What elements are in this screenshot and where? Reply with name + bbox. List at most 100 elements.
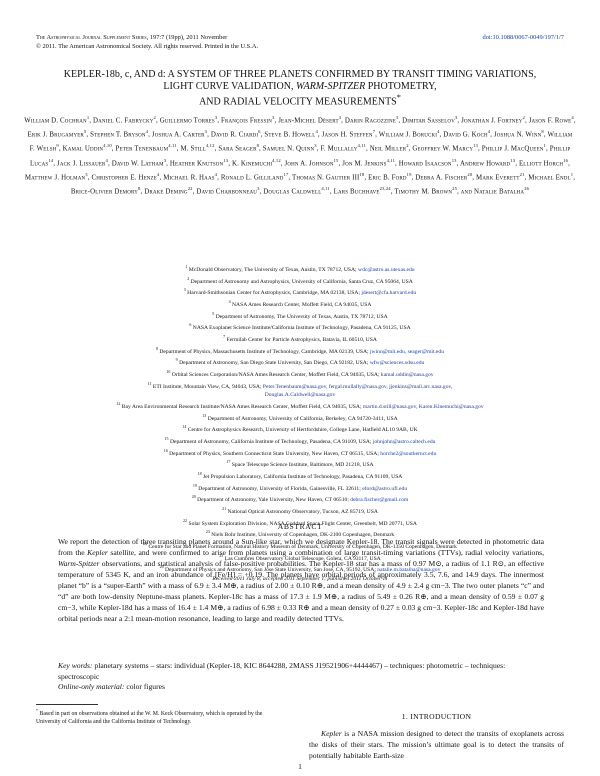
- author-affiliation-mark: 14: [48, 157, 54, 163]
- author-name: Steve B. Howell: [264, 131, 316, 139]
- author-name: M. Still: [180, 145, 206, 153]
- author-affiliation-mark: 3: [163, 157, 167, 163]
- author-name: William J. Borucki: [378, 131, 438, 139]
- author-affiliation-mark: 9: [56, 143, 59, 149]
- author-name: Howard Isaacson: [398, 159, 452, 167]
- copyright-line: © 2011. The American Astronomical Societ…: [36, 43, 259, 50]
- author-affiliation-mark: 6: [258, 129, 261, 135]
- author-name: K. Kinemuchi: [231, 159, 273, 167]
- author-name: Neil Miller: [369, 145, 407, 153]
- doi-link[interactable]: doi:10.1088/0067-0049/197/1/7: [482, 34, 564, 41]
- author-affiliation-mark: 8: [138, 186, 141, 192]
- author-affiliation-mark: 4,10: [103, 143, 112, 149]
- journal-name: The Astrophysical Journal Supplement Ser…: [36, 34, 147, 41]
- author-affiliation-mark: 8: [541, 129, 544, 135]
- author-affiliation-mark: 18: [359, 171, 365, 177]
- author-affiliation-mark: 4: [145, 129, 149, 135]
- author-name: Phillip J. MacQueen: [481, 145, 544, 153]
- author-name: Jason H. Steffen: [321, 131, 373, 139]
- author-affiliation-mark: 13: [451, 157, 457, 163]
- author-name: David R. Ciardi: [210, 131, 259, 139]
- author-name: Sara Seager: [218, 145, 257, 153]
- author-name: Geoffrey W. Marcy: [412, 145, 474, 153]
- author-name: Christopher E. Henze: [91, 174, 157, 182]
- introduction-text: Kepler is a NASA mission designed to det…: [309, 729, 564, 760]
- author-affiliation-mark: 4,11: [168, 143, 177, 149]
- author-affiliation-mark: 3: [338, 115, 342, 120]
- author-name: Heather Knutson: [169, 159, 224, 167]
- author-affiliation-mark: 16: [563, 157, 569, 163]
- author-affiliation-mark: 2: [153, 115, 156, 120]
- author-list: William D. Cochran1, Daniel C. Fabrycky2…: [24, 115, 576, 196]
- author-name: Lars Buchhave: [333, 188, 380, 196]
- author-affiliation-mark: 3: [314, 143, 317, 149]
- author-affiliation-mark: 7: [372, 129, 376, 135]
- page-number: 1: [298, 762, 302, 771]
- author-name: Peter Tenenbaum: [115, 145, 169, 153]
- author-name: Thomas N. Gautier III: [292, 174, 360, 182]
- author-name: William F. Welsh: [29, 131, 573, 153]
- author-affiliation-mark: 4: [437, 129, 440, 135]
- author-name: Andrew Howard: [459, 159, 511, 167]
- author-affiliation-mark: 3: [272, 115, 275, 120]
- author-affiliation-mark: 19: [406, 171, 412, 177]
- author-affiliation-mark: 26: [524, 186, 530, 192]
- author-name: Phillip Lucas: [30, 145, 571, 167]
- author-affiliation-mark: 3: [214, 115, 218, 120]
- author-name: Timothy M. Brown: [394, 188, 453, 196]
- author-name: Drake Deming: [144, 188, 188, 196]
- author-affiliation-mark: 20: [467, 171, 473, 177]
- author-affiliation-mark: 4: [156, 171, 160, 177]
- author-name: Guillermo Torres: [159, 117, 215, 125]
- author-name: John A. Johnson: [284, 159, 334, 167]
- section-heading-introduction: 1. INTRODUCTION: [401, 712, 472, 721]
- author-affiliation-mark: 4,12: [205, 143, 215, 149]
- author-name: Jason F. Rowe: [528, 117, 572, 125]
- author-affiliation-mark: 5: [83, 129, 87, 135]
- author-name: Eric B. Ford: [368, 174, 407, 182]
- received-dates: Received 2011 July 8; accepted 2011 Sept…: [212, 575, 388, 582]
- author-affiliation-mark: 1: [86, 115, 90, 120]
- author-affiliation-mark: 2: [406, 143, 409, 149]
- footnote-rule: [36, 704, 98, 705]
- author-name: Michael R. Haas: [163, 174, 215, 182]
- affiliations: 1 McDonald Observatory, The University o…: [22, 263, 578, 584]
- author-affiliation-mark: 4: [487, 129, 491, 135]
- author-affiliation-mark: 1: [570, 171, 574, 177]
- author-name: Mark Everett: [476, 174, 520, 182]
- author-name: David G. Koch: [443, 131, 488, 139]
- author-name: F. Mullally: [320, 145, 358, 153]
- author-affiliation-mark: 3: [257, 186, 260, 192]
- author-name: Jean-Michel Désert: [278, 117, 339, 125]
- author-affiliation-mark: 1: [543, 143, 546, 149]
- author-affiliation-mark: 4: [214, 171, 218, 177]
- author-name: William D. Cochran: [24, 117, 87, 125]
- author-name: Jon M. Jenkins: [342, 159, 387, 167]
- author-name: Ronald L. Gilliland: [220, 174, 284, 182]
- author-affiliation-mark: 2: [522, 115, 525, 120]
- author-affiliation-mark: 15: [333, 157, 339, 163]
- author-name: Darin Ragozzine: [344, 117, 396, 125]
- author-affiliation-mark: 21: [519, 171, 525, 177]
- journal-citation: , 197:7 (19pp), 2011 November: [146, 34, 228, 41]
- footnote: * Based in part on observations obtained…: [36, 708, 263, 726]
- author-name: Stephen T. Bryson: [90, 131, 146, 139]
- author-name: Daniel C. Fabrycky: [93, 117, 154, 125]
- author-affiliation-mark: 3: [204, 129, 208, 135]
- author-name: Brice-Olivier Demory: [70, 188, 139, 196]
- author-name: David Charbonneau: [196, 188, 258, 196]
- author-name: François Fressin: [221, 117, 272, 125]
- author-affiliation-mark: 22: [187, 186, 193, 192]
- author-affiliation-mark: 13: [510, 157, 516, 163]
- author-name: Jack J. Lissauer: [56, 159, 106, 167]
- keywords: Key words: planetary systems – stars: in…: [58, 661, 506, 681]
- author-affiliation-mark: 13: [473, 143, 478, 149]
- author-affiliation-mark: 4,11: [386, 157, 396, 163]
- abstract-heading: ABSTRACT: [277, 522, 323, 531]
- author-name: David W. Latham: [111, 159, 164, 167]
- online-material: Online-only material: color figures: [58, 682, 165, 691]
- author-name: Dimitar Sasselov: [402, 117, 455, 125]
- author-affiliation-mark: 4,11: [321, 186, 330, 192]
- author-affiliation-mark: 4,12: [272, 157, 281, 163]
